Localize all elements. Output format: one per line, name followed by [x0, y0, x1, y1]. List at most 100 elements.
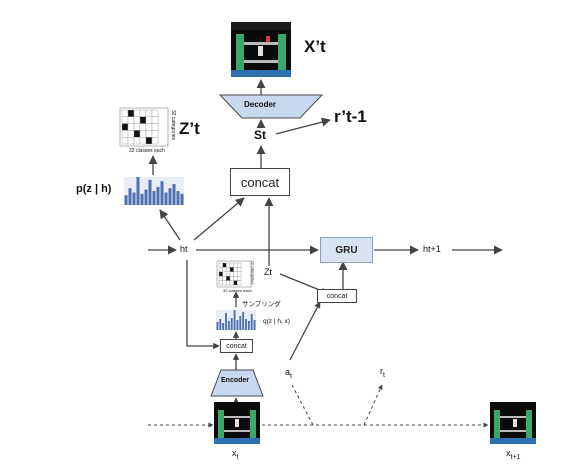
arrow-at-to-rconcat — [289, 301, 321, 361]
concat-box-bottom: concat — [220, 339, 253, 353]
zprime-grid-cell — [133, 130, 141, 138]
zprime-grid — [119, 107, 169, 147]
zprime-grid-cell — [121, 109, 129, 118]
posterior-histogram-bar — [239, 316, 242, 330]
prior-histogram-bar — [172, 184, 176, 205]
posterior-histogram-bar — [236, 320, 239, 330]
at-label: at — [285, 367, 292, 380]
zprime-grid-cell — [145, 136, 153, 145]
zt-grid-cell — [222, 267, 227, 272]
zprime-grid-cell — [127, 116, 135, 124]
prior-histogram-bar — [156, 186, 160, 205]
xnext-game-image — [490, 402, 536, 444]
gru-box: GRU — [320, 237, 373, 263]
zt-grid-cell — [233, 276, 238, 281]
prior-histogram-bar — [168, 188, 172, 205]
zprime-grid-cell — [121, 130, 129, 138]
zt-grid-cell — [222, 262, 227, 268]
at-label-sub: t — [290, 372, 292, 380]
zprime-grid-cell — [133, 136, 141, 145]
zt-grid-cell — [226, 262, 231, 268]
rt-label-sub: t — [383, 371, 385, 379]
zt-grid — [216, 260, 252, 288]
zprime-grid-cell — [145, 116, 153, 124]
zt-grid-cell — [237, 280, 242, 286]
prior-histogram-bar — [140, 193, 144, 205]
zt-grid-cell — [233, 262, 238, 268]
posterior-histogram-bar — [225, 313, 227, 330]
prior-histogram-bar — [128, 188, 132, 205]
posterior-histogram-bar — [227, 321, 230, 330]
zt-grid-cell — [229, 280, 234, 286]
xnext-label-main: x — [506, 448, 511, 458]
zprime-grid-cell — [133, 109, 141, 118]
prior-histogram-bar — [124, 195, 128, 205]
zprime-label: Z’t — [179, 119, 200, 138]
st-label: St — [254, 128, 266, 142]
zprime-grid-cell — [133, 116, 141, 124]
dashed-at — [291, 384, 314, 426]
xt-label-sub: t — [236, 453, 239, 461]
grid-large-caption: 32 classes each — [129, 148, 165, 154]
zt-grid-cell — [218, 280, 223, 286]
zprime-grid-cell — [139, 130, 147, 138]
zt-grid-cell — [226, 276, 231, 281]
zprime-grid-cell — [151, 116, 159, 124]
zprime-grid-cell — [127, 130, 135, 138]
q-z-hx-label: q(z | h, x) — [263, 318, 290, 325]
zprime-grid-cell — [151, 136, 159, 145]
arrow-st-to-reward — [275, 117, 331, 135]
prior-histogram-bar — [132, 192, 136, 205]
zt-label: Zt — [264, 267, 272, 277]
zt-grid-cell — [222, 276, 227, 281]
zt-grid-cell — [222, 271, 227, 277]
concat-box-large: concat — [230, 168, 290, 196]
zprime-grid-cell — [127, 109, 135, 118]
posterior-histogram-bar — [230, 318, 233, 330]
rprime-label: r’t-1 — [334, 107, 367, 126]
at-label-main: a — [285, 367, 291, 377]
zprime-grid-cell — [145, 130, 153, 138]
prior-histogram-bar — [152, 191, 156, 205]
encoder-label: Encoder — [221, 377, 250, 384]
zt-grid-cell — [233, 280, 238, 286]
zprime-grid-cell — [139, 116, 147, 124]
zprime-grid-cell — [127, 136, 135, 145]
zt-grid-cell — [229, 271, 234, 277]
ht-label: ht — [180, 244, 188, 254]
zt-grid-cell — [222, 280, 227, 286]
posterior-histogram — [216, 310, 256, 330]
xt-game-image — [214, 402, 260, 444]
zt-grid-cell — [218, 262, 223, 268]
zprime-grid-cell — [121, 116, 129, 124]
prior-histogram-bar — [164, 192, 168, 205]
xnext-label: xt+1 — [506, 448, 520, 461]
grid-small-caption: 32 classes each — [223, 288, 252, 293]
posterior-histogram-bar — [219, 319, 222, 330]
zt-grid-cell — [237, 262, 242, 268]
zt-grid-cell — [218, 276, 223, 281]
zt-grid-cell — [226, 280, 231, 286]
zt-grid-cell — [237, 267, 242, 272]
p-z-h-label: p(z | h) — [76, 183, 112, 195]
posterior-histogram-bar — [247, 321, 250, 330]
rt-label: rt — [380, 366, 385, 379]
posterior-histogram-bar — [233, 310, 236, 330]
zt-grid-cell — [226, 267, 231, 272]
arrow-ht-to-hist — [159, 209, 181, 241]
prior-histogram-bar — [144, 189, 148, 205]
sampling-label: サンプリング — [242, 301, 281, 308]
zprime-grid-cell — [121, 136, 129, 145]
prior-histogram — [124, 177, 184, 205]
grid-large-side: 32 categories — [170, 109, 177, 141]
zprime-grid-cell — [151, 123, 159, 131]
zprime-grid-cell — [133, 123, 141, 131]
prior-histogram-bar — [180, 193, 184, 205]
posterior-histogram-bar — [253, 320, 256, 330]
zt-grid-cell — [237, 276, 242, 281]
ht1-label: ht+1 — [423, 244, 441, 254]
encoder-trapezoid — [210, 369, 264, 397]
dashed-rt — [363, 384, 383, 426]
zprime-grid-cell — [145, 123, 153, 131]
